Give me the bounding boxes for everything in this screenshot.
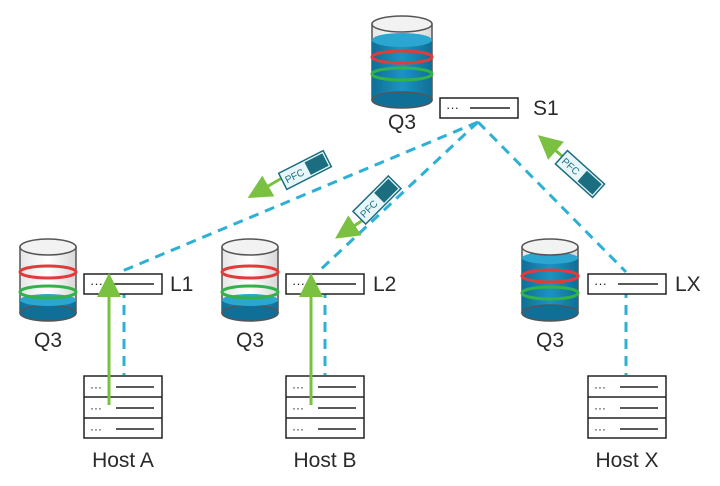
queue-cylinder-s1	[370, 15, 434, 109]
switch-label-lx: LX	[675, 273, 701, 296]
svg-text:···: ···	[90, 380, 102, 394]
link-s1-l2	[316, 120, 480, 274]
server-host-x: ··· ··· ···	[587, 375, 667, 439]
switch-label-s1: S1	[533, 97, 559, 120]
links	[119, 120, 628, 375]
switch-label-l2: L2	[373, 273, 397, 296]
server-host-b: ··· ··· ···	[285, 375, 365, 439]
pfc-frame-to-l1: PFC	[277, 149, 333, 191]
svg-text:···: ···	[90, 276, 103, 291]
switch-label-l1: L1	[170, 273, 194, 296]
pfc-arrow-to-l2	[335, 215, 364, 239]
host-label-a: Host A	[92, 449, 154, 472]
queue-cylinder-lx	[520, 238, 580, 322]
switch-l1: ···	[83, 273, 163, 295]
pfc-arrow-to-l1	[247, 175, 283, 199]
pfc-arrow-to-s1	[537, 135, 564, 160]
svg-text:···: ···	[594, 276, 607, 291]
queue-cylinder-l2	[220, 238, 280, 322]
svg-text:···: ···	[594, 422, 606, 436]
server-host-a: ··· ··· ···	[83, 375, 163, 439]
svg-text:···: ···	[90, 422, 102, 436]
queue-cylinder-l1	[18, 238, 78, 322]
queue-label-l1: Q3	[33, 329, 63, 352]
switch-lx: ···	[587, 273, 667, 295]
svg-text:···: ···	[594, 380, 606, 394]
host-label-x: Host X	[595, 449, 659, 472]
link-s1-l1	[119, 120, 479, 274]
queue-label-l2: Q3	[235, 329, 265, 352]
svg-text:···: ···	[90, 401, 102, 415]
queue-label-s1: Q3	[387, 111, 417, 134]
queue-label-lx: Q3	[535, 329, 565, 352]
traffic-arrows	[97, 135, 564, 405]
switch-s1: ···	[439, 97, 519, 119]
svg-text:···: ···	[292, 401, 304, 415]
svg-text:···: ···	[594, 401, 606, 415]
pfc-frame-to-l2: PFC	[351, 174, 403, 226]
host-label-b: Host B	[293, 449, 357, 472]
svg-text:···: ···	[292, 422, 304, 436]
svg-text:···: ···	[292, 276, 305, 291]
pfc-frame-to-s1: PFC	[554, 149, 606, 199]
svg-text:···: ···	[446, 100, 459, 115]
switch-l2: ···	[285, 273, 365, 295]
svg-text:···: ···	[292, 380, 304, 394]
link-s1-lx	[476, 120, 628, 274]
